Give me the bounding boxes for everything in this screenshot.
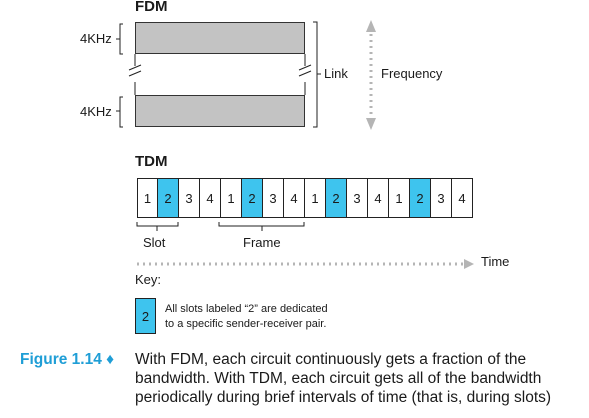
tdm-slot-1: 1 [137,178,158,218]
time-label: Time [481,254,510,269]
tdm-slot-2: 2 [158,178,179,218]
tdm-slot-6: 2 [242,178,263,218]
tdm-slot-5: 1 [221,178,242,218]
band-top-label: 4KHz [80,31,112,46]
fdm-band-top [135,22,305,54]
tdm-slot-12: 4 [368,178,389,218]
tdm-slot-7: 3 [263,178,284,218]
time-arrow [464,259,474,269]
tdm-slot-8: 4 [284,178,305,218]
tdm-title: TDM [135,153,168,170]
key-description: All slots labeled “2” are dedicated to a… [165,302,328,332]
band-bottom-label: 4KHz [80,104,112,119]
key-box: 2 [135,298,156,334]
tdm-slot-15: 3 [431,178,452,218]
tdm-slot-14: 2 [410,178,431,218]
slot-bracket [136,222,179,227]
caption-line-2: bandwidth. With TDM, each circuit gets a… [135,370,542,387]
figure-label-row: Figure 1.14 ♦ [20,350,114,369]
bracket-bottom [119,96,123,128]
key-line-2: to a specific sender-receiver pair. [165,318,327,330]
link-label: Link [324,66,348,81]
tdm-slot-10: 2 [326,178,347,218]
fdm-title: FDM [135,0,168,15]
frequency-arrow-up [366,20,376,32]
figure-bullet: ♦ [106,351,115,368]
bracket-top [119,23,123,55]
frequency-label: Frequency [381,66,443,81]
frame-bracket [218,222,305,227]
frequency-arrow-down [366,118,376,130]
slot-label: Slot [143,235,166,250]
caption-line-3: periodically during brief intervals of t… [135,389,552,406]
key-title: Key: [135,272,162,287]
frame-label: Frame [243,235,281,250]
tdm-slot-16: 4 [452,178,473,218]
tdm-slot-13: 1 [389,178,410,218]
fdm-band-bottom [135,95,305,127]
key-line-1: All slots labeled “2” are dedicated [165,303,328,315]
tdm-slot-3: 3 [179,178,200,218]
tdm-slot-9: 1 [305,178,326,218]
caption-line-1: With FDM, each circuit continuously gets… [135,351,527,368]
tdm-slot-11: 3 [347,178,368,218]
link-bracket [313,21,318,128]
figure-number: Figure 1.14 [20,351,102,368]
tdm-slot-4: 4 [200,178,221,218]
figure-caption: With FDM, each circuit continuously gets… [135,350,585,407]
